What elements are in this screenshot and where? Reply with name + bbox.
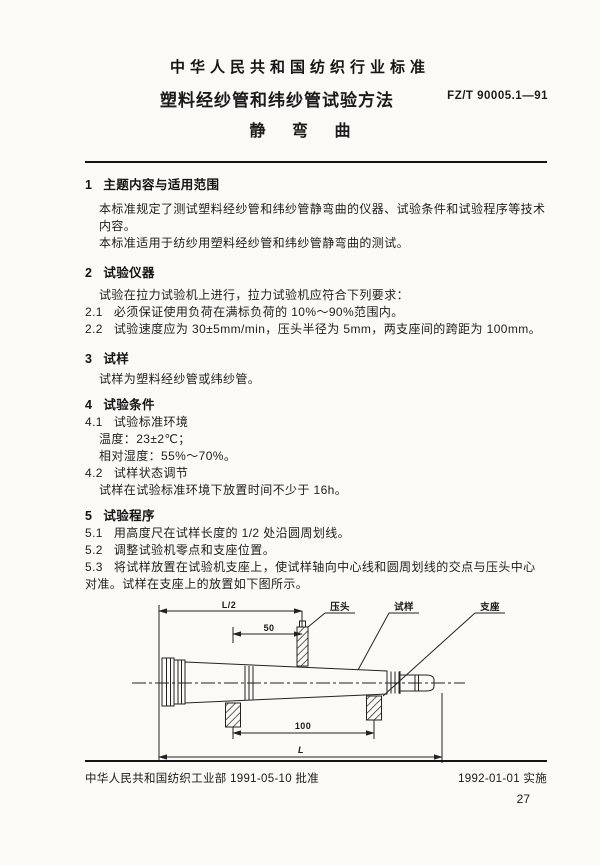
document-subtitle: 静 弯 曲 <box>249 123 362 140</box>
header-rule <box>85 161 547 163</box>
left-support <box>225 702 241 728</box>
specimen-leader <box>357 612 390 671</box>
section-title: 试样 <box>103 352 130 366</box>
dim-offset-label: 50 <box>264 623 275 633</box>
support-label: 支座 <box>479 601 500 613</box>
technical-drawing: L/2 50 100 L 压头 试样 支座 <box>132 600 505 763</box>
section-4-heading: 4 试验条件 <box>85 397 547 414</box>
clause-text: 试样状态调节 <box>113 466 189 480</box>
section-title: 主题内容与适用范围 <box>103 178 220 192</box>
dim-span-label: 100 <box>295 721 311 731</box>
clause-number: 5.1 <box>85 526 103 540</box>
page-number: 27 <box>516 792 530 806</box>
section-5-heading: 5 试验程序 <box>85 508 547 525</box>
clause-text: 必须保证使用负荷在满标负荷的 10%～90%范围内。 <box>113 305 404 319</box>
document-footer: 中华人民共和国纺织工业部 1991-05-10 批准 1992-01-01 实施 <box>85 770 547 786</box>
implementation-text: 1992-01-01 实施 <box>458 773 547 785</box>
document-header: 中华人民共和国纺织行业标准 塑料经纱管和纬纱管试验方法 FZ/T 90005.1… <box>0 0 600 141</box>
clause-number: 4.1 <box>85 415 103 429</box>
clause-text: 试验速度应为 30±5mm/min，压头半径为 5mm，两支座间的跨距为 100… <box>113 322 542 336</box>
section-2-heading: 2 试验仪器 <box>85 265 547 282</box>
clause-text: 将试样放置在试验机支座上，使试样轴向中心线和圆周划线的交点与压头中心对准。试样在… <box>85 560 536 591</box>
section-number: 1 <box>85 178 93 192</box>
clause-4-2-sub: 试样在试验标准环境下放置时间不少于 16h。 <box>99 483 348 497</box>
right-support <box>366 695 382 721</box>
support-leader <box>382 612 476 697</box>
section-3-paragraph: 试样为塑料经纱管或纬纱管。 <box>99 372 261 386</box>
section-title: 试验仪器 <box>103 266 155 280</box>
clause-2-1: 2.1 必须保证使用负荷在满标负荷的 10%～90%范围内。 <box>85 304 547 321</box>
clause-number: 4.2 <box>85 466 103 480</box>
section-2-intro: 试验在拉力试验机上进行，拉力试验机应符合下列要求： <box>99 288 410 302</box>
clause-4-2: 4.2 试样状态调节 <box>85 465 547 482</box>
specimen-label: 试样 <box>394 601 414 613</box>
clause-text: 试验标准环境 <box>113 415 189 429</box>
clause-number: 2.1 <box>85 305 103 319</box>
clause-4-1-sub: 温度：23±2℃； <box>99 432 191 446</box>
bobbin-base-collar <box>173 659 186 705</box>
section-1-paragraph: 本标准适用于纺纱用塑料经纱管和纬纱管静弯曲的测试。 <box>99 236 410 250</box>
clause-5-2: 5.2 调整试验机零点和支座位置。 <box>85 542 547 559</box>
clause-number: 5.2 <box>85 543 103 557</box>
clause-number: 2.2 <box>85 322 103 336</box>
press-head <box>296 626 309 667</box>
standard-org-line: 中华人民共和国纺织行业标准 <box>169 59 430 76</box>
clause-2-2: 2.2 试验速度应为 30±5mm/min，压头半径为 5mm，两支座间的跨距为 … <box>85 321 547 338</box>
bobbin-bending-test-figure: L/2 50 100 L 压头 试样 支座 <box>129 597 521 779</box>
clause-4-1-sub: 相对湿度：55%～70%。 <box>99 449 237 463</box>
press-head-leader <box>307 612 326 628</box>
document-body: 1 主题内容与适用范围 本标准规定了测试塑料经纱管和纬纱管静弯曲的仪器、试验条件和… <box>85 170 547 779</box>
dim-total-length-label: L <box>298 745 304 755</box>
dim-half-length-label: L/2 <box>222 600 236 610</box>
approval-text: 中华人民共和国纺织工业部 1991-05-10 批准 <box>85 773 320 785</box>
section-number: 4 <box>85 398 93 412</box>
section-1-paragraph: 本标准规定了测试塑料经纱管和纬纱管静弯曲的仪器、试验条件和试验程序等技术内容。 <box>99 202 546 233</box>
section-1-heading: 1 主题内容与适用范围 <box>85 177 547 194</box>
title-row: 塑料经纱管和纬纱管试验方法 FZ/T 90005.1—91 <box>0 86 600 110</box>
standard-number: FZ/T 90005.1—91 <box>447 90 548 102</box>
clause-number: 5.3 <box>85 560 103 574</box>
press-head-label: 压头 <box>330 601 350 613</box>
section-title: 试验程序 <box>103 509 155 523</box>
footer-rule <box>85 760 547 762</box>
clause-text: 用高度尺在试样长度的 1/2 处沿圆周划线。 <box>113 526 351 540</box>
bobbin-body <box>184 661 388 704</box>
section-title: 试验条件 <box>103 398 155 412</box>
clause-text: 调整试验机零点和支座位置。 <box>113 543 276 557</box>
section-number: 5 <box>85 509 93 523</box>
bobbin-tip <box>400 674 435 692</box>
section-3-heading: 3 试样 <box>85 351 547 368</box>
bobbin-base-cap <box>161 657 175 707</box>
clause-5-1: 5.1 用高度尺在试样长度的 1/2 处沿圆周划线。 <box>85 525 547 542</box>
section-number: 3 <box>85 352 93 366</box>
clause-4-1: 4.1 试验标准环境 <box>85 414 547 431</box>
document-title: 塑料经纱管和纬纱管试验方法 <box>160 91 394 110</box>
section-number: 2 <box>85 266 93 280</box>
